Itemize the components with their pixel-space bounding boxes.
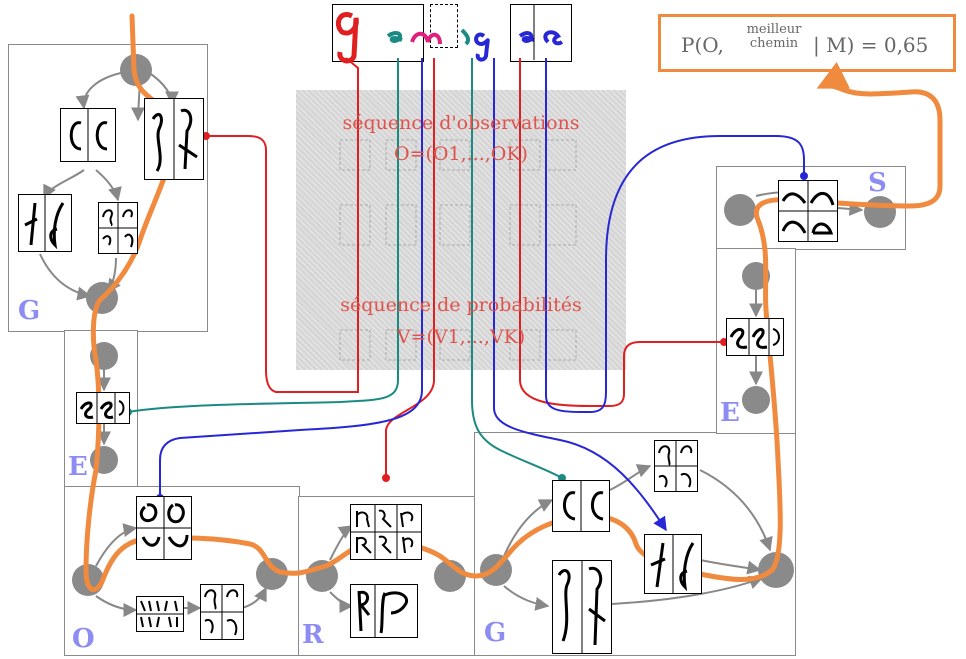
- glyph-e-right: [726, 318, 784, 356]
- glyph-g-stroke1: [18, 194, 72, 252]
- word-strokes: [335, 4, 564, 64]
- probability-sequence-heading: séquence de probabilités: [340, 294, 582, 316]
- panel-label-e-left: E: [68, 452, 88, 482]
- panel-label-r: R: [302, 620, 324, 650]
- glyph-g-bottom-strokes: [644, 534, 702, 594]
- glyph-e-left: [76, 392, 130, 424]
- probability-prefix: P(O,: [681, 33, 724, 57]
- observation-block: [296, 90, 626, 370]
- observation-sequence-formula: O=(O1,...,OK): [394, 143, 528, 165]
- probability-sequence-formula: V=(V1,...,VK): [396, 326, 526, 348]
- glyph-o-bottom2: [200, 584, 244, 640]
- panel-label-g-bottom: G: [484, 618, 507, 648]
- glyph-r-bottom: [350, 584, 418, 638]
- path-probability-box: P(O, meilleur chemin | M) = 0,65: [658, 14, 956, 72]
- observation-cells: [339, 139, 577, 361]
- glyph-g-figure: [144, 98, 204, 180]
- panel-label-o: O: [72, 624, 95, 654]
- word-image-gap: [430, 4, 458, 48]
- glyph-s: [778, 180, 838, 242]
- glyph-g-stroke2: [98, 202, 138, 254]
- best-path-top: meilleur: [746, 22, 802, 37]
- best-path-bottom: chemin: [749, 36, 799, 51]
- glyph-o-bottom1: [136, 596, 184, 632]
- g-top-transitions: [39, 69, 179, 301]
- word-image-right: [510, 4, 572, 62]
- panel-label-e-right: E: [720, 398, 740, 428]
- glyph-g-cc: [60, 108, 116, 162]
- panel-label-s: S: [868, 168, 887, 198]
- glyph-g-bottom-cc: [552, 480, 610, 532]
- best-path-label: meilleur chemin: [744, 23, 804, 51]
- glyph-g-bottom-figure: [552, 560, 612, 654]
- observation-sequence-heading: séquence d'observations: [342, 112, 580, 134]
- glyph-g-bottom-q: [654, 440, 698, 492]
- glyph-r-top: [350, 504, 422, 560]
- probability-value: | M) = 0,65: [813, 33, 929, 57]
- panel-label-g-top: G: [18, 296, 41, 326]
- glyph-o-top: [136, 496, 192, 560]
